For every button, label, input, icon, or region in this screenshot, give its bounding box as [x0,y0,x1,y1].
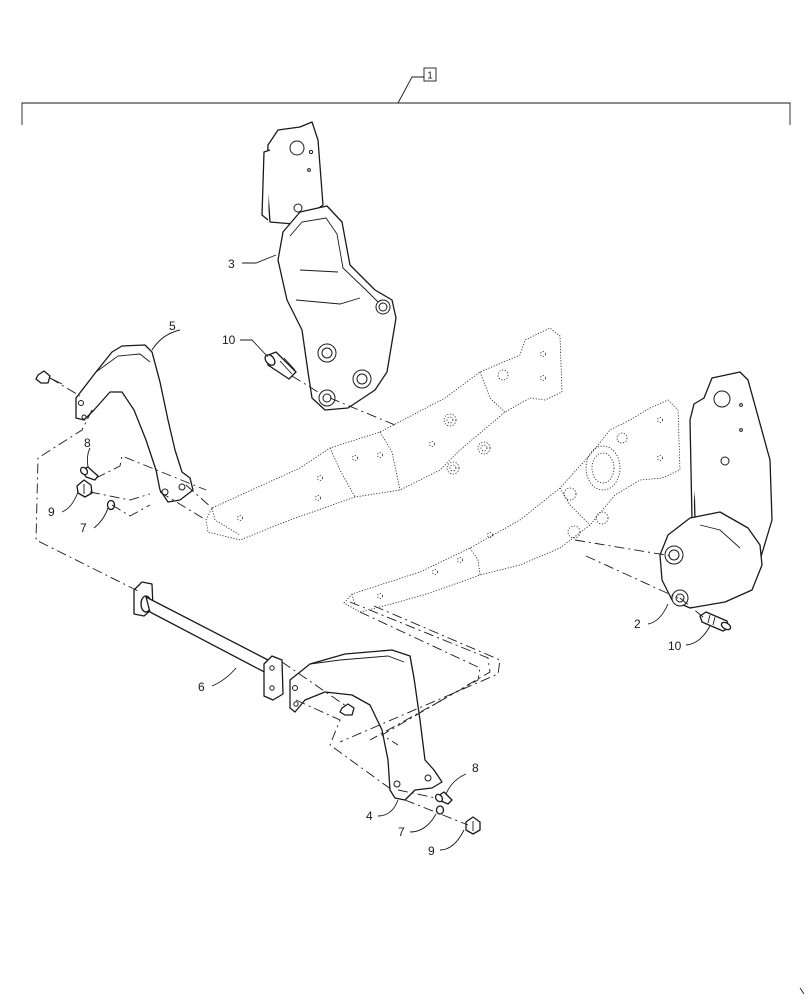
part-6-cross-shaft [133,581,284,701]
callout-8-lower: 8 [472,761,479,775]
callout-3: 3 [228,257,235,271]
frame-rail-left [205,327,563,541]
nut-near-part-5 [35,370,63,385]
part-10-bolt-lower [699,611,732,632]
callout-labels: 3 5 10 8 9 7 6 2 10 4 8 7 9 [48,257,682,858]
part-3-upper-bracket [261,121,397,411]
callout-9-upper: 9 [48,505,55,519]
part-4-lower-link [289,649,443,801]
assembly-ref-label: 1 [427,71,433,82]
callout-8-upper: 8 [84,436,91,450]
part-2-right-bracket [659,371,773,609]
callout-10-upper: 10 [222,333,236,347]
callout-leaders [61,254,711,851]
alignment-lines [35,375,704,826]
frame-rail-right [343,399,681,613]
callout-10-lower: 10 [668,639,682,653]
callout-7-lower: 7 [398,825,405,839]
callout-7-upper: 7 [80,521,87,535]
callout-5: 5 [169,319,176,333]
fasteners-upper-group [76,466,116,511]
assembly-bracket: 1 [21,67,791,125]
corner-mark [799,987,805,995]
part-10-bolt-upper [264,351,297,380]
part-5-upper-link [75,344,194,503]
nut-near-part-4 [339,703,355,716]
callout-2: 2 [634,617,641,631]
fasteners-lower-group [434,791,481,835]
callout-6: 6 [198,680,205,694]
callout-9-lower: 9 [428,844,435,858]
callout-4: 4 [366,809,373,823]
